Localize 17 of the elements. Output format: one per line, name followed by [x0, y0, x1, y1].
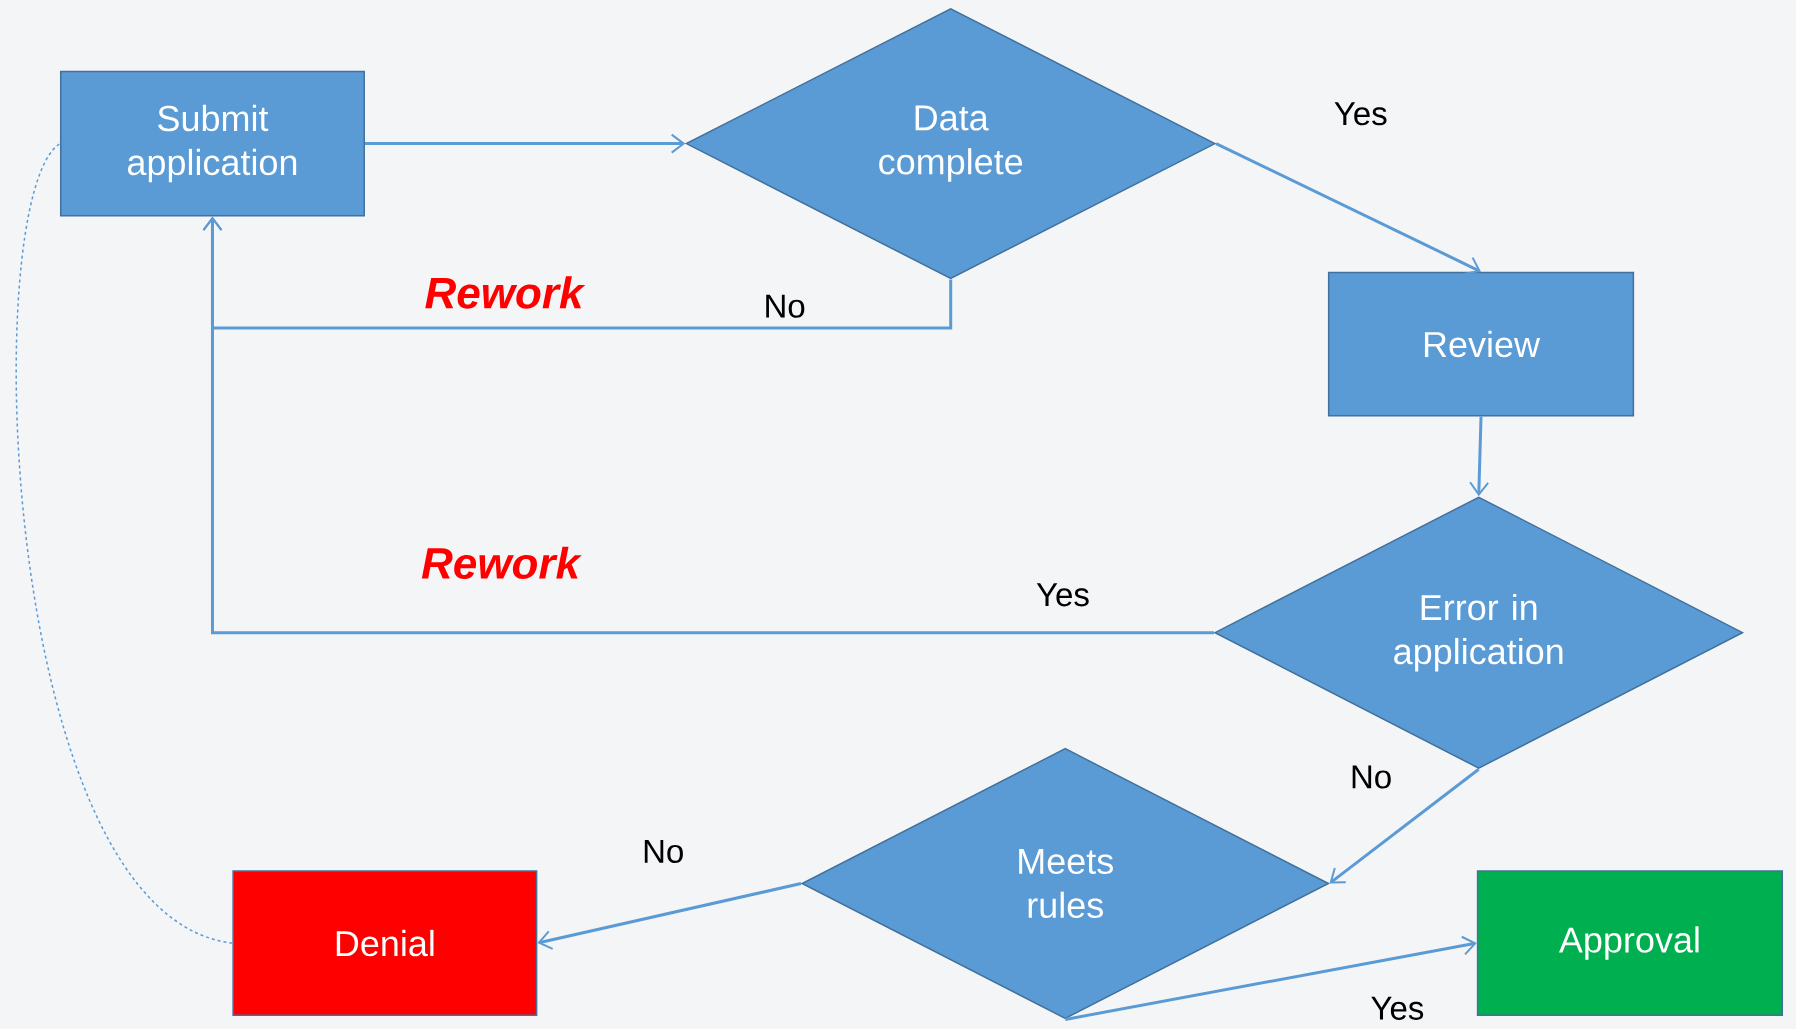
edge-label: Yes: [1034, 581, 1092, 609]
edge-label: Yes: [1331, 100, 1390, 128]
approval-box: Approval: [1476, 870, 1784, 1016]
process-box: Submit application: [59, 70, 365, 217]
arrow: [202, 216, 1214, 635]
arrow: [1215, 142, 1482, 275]
arrow: [1329, 768, 1480, 884]
arrow: [1469, 416, 1490, 497]
note-text: Rework: [425, 276, 586, 309]
arrow: [537, 882, 802, 950]
note-text: Rework: [421, 546, 582, 579]
denial-box: Denial: [232, 870, 538, 1016]
arrow: [365, 133, 686, 154]
edge-label: No: [640, 837, 687, 865]
process-box: Review: [1327, 271, 1635, 417]
arrow: [1064, 935, 1477, 1021]
edge-label: Yes: [1368, 994, 1427, 1022]
